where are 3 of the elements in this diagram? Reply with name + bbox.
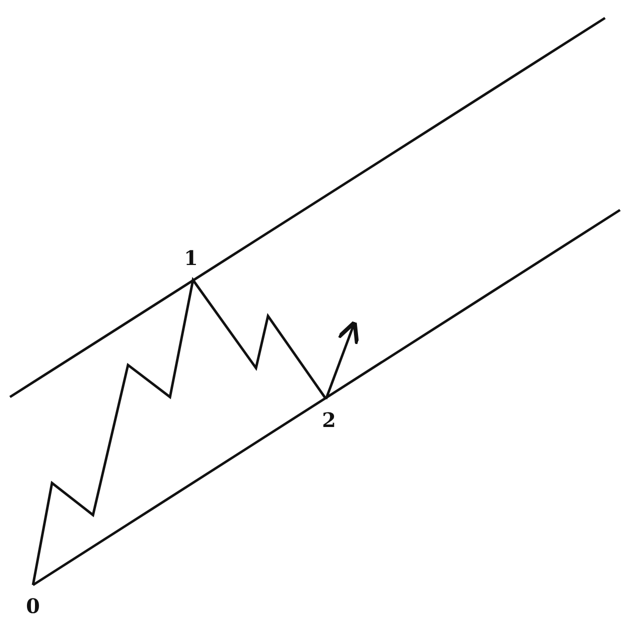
wave-point-label: 2 xyxy=(322,410,336,430)
wave-point-label: 0 xyxy=(26,596,40,616)
wave-point-label: 1 xyxy=(184,248,198,268)
